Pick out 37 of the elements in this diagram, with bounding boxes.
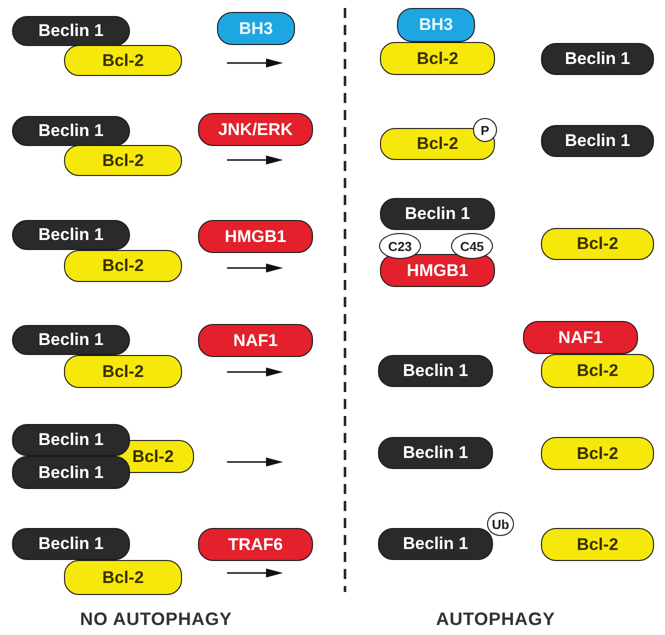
modification-circle: P <box>473 118 497 142</box>
protein-pill: NAF1 <box>523 321 638 354</box>
beclin-pill: Beclin 1 <box>12 325 130 355</box>
beclin-pill: Beclin 1 <box>12 220 130 250</box>
beclin-pill: Beclin 1 <box>541 43 654 75</box>
protein-pill: Bcl-2 <box>380 42 495 75</box>
protein-pill: Bcl-2 <box>64 355 182 388</box>
protein-pill: NAF1 <box>198 324 313 357</box>
protein-pill: Bcl-2 <box>64 45 182 76</box>
protein-pill: HMGB1 <box>380 254 495 287</box>
protein-pill: TRAF6 <box>198 528 313 561</box>
protein-pill: BH3 <box>397 8 475 42</box>
protein-pill: HMGB1 <box>198 220 313 253</box>
protein-pill: Bcl-2 <box>541 437 654 470</box>
beclin-pill: Beclin 1 <box>380 198 495 230</box>
protein-pill: Bcl-2 <box>64 145 182 176</box>
beclin-pill: Beclin 1 <box>12 528 130 560</box>
beclin-pill: Beclin 1 <box>12 424 130 456</box>
protein-pill: Bcl-2 <box>541 228 654 260</box>
protein-pill: Bcl-2 <box>64 560 182 595</box>
protein-pill: JNK/ERK <box>198 113 313 146</box>
beclin-pill: Beclin 1 <box>12 456 130 489</box>
protein-pill: Bcl-2 <box>64 250 182 282</box>
beclin-pill: Beclin 1 <box>12 116 130 146</box>
beclin-pill: Beclin 1 <box>541 125 654 157</box>
beclin-pill: Beclin 1 <box>378 355 493 387</box>
condition-label: NO AUTOPHAGY <box>80 609 232 630</box>
beclin-pill: Beclin 1 <box>378 437 493 469</box>
condition-label: AUTOPHAGY <box>436 609 556 630</box>
protein-pill: Bcl-2 <box>541 354 654 388</box>
protein-pill: BH3 <box>217 12 295 45</box>
modification-circle: C23 <box>379 233 421 259</box>
beclin-pill: Beclin 1 <box>378 528 493 560</box>
beclin-pill: Beclin 1 <box>12 16 130 46</box>
modification-circle: Ub <box>487 512 514 536</box>
modification-circle: C45 <box>451 233 493 259</box>
protein-pill: Bcl-2 <box>541 528 654 561</box>
